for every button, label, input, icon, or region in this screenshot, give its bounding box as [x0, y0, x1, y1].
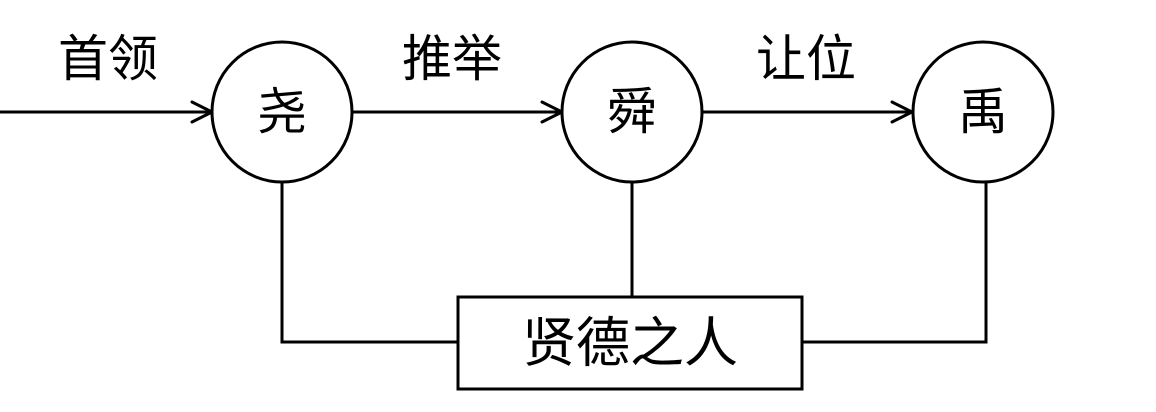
node-yao-label: 尧: [257, 83, 307, 141]
edge-label-second: 推举: [402, 30, 502, 88]
node-shun: 舜: [560, 40, 704, 184]
virtuous-person-label: 贤德之人: [522, 312, 738, 375]
node-yu: 禹: [911, 40, 1055, 184]
node-yu-label: 禹: [958, 83, 1008, 141]
connector-yu-to-box: [802, 182, 988, 344]
node-yu-circle: [911, 40, 1055, 184]
virtuous-person-rect: [456, 295, 804, 391]
node-yao: 尧: [210, 40, 354, 184]
virtuous-person-box: 贤德之人: [456, 295, 804, 391]
edge-label-first: 首领: [58, 30, 158, 88]
node-shun-label: 舜: [607, 83, 657, 141]
connector-yao-to-box: [280, 182, 458, 344]
edge-label-third: 让位: [756, 30, 856, 88]
